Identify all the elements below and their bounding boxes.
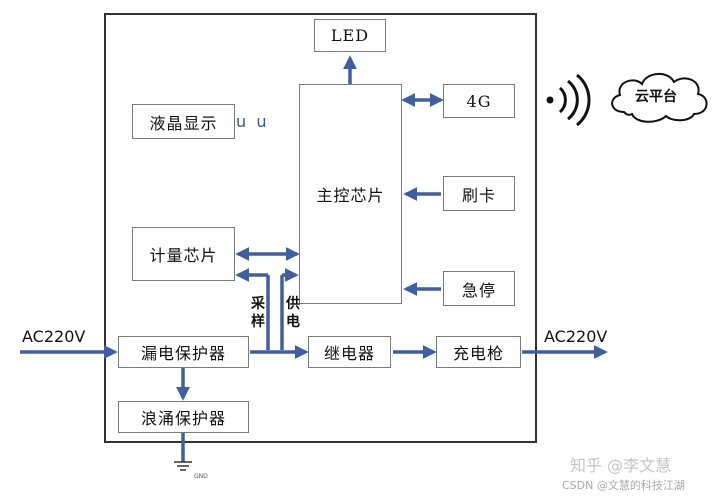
ac-output-label: AC220V [544, 327, 608, 346]
watermark-zhihu: 知乎 @李文慧 [570, 456, 672, 475]
leakage-protector-block: 漏电保护器 [118, 336, 249, 368]
led-block: LED [314, 19, 386, 52]
4g-module-block: 4G [443, 84, 515, 118]
metering-chip-block: 计量芯片 [132, 227, 235, 281]
relay-block: 继电器 [308, 336, 391, 368]
sampling-label: 采 样 [251, 296, 265, 330]
lcd-display-block: 液晶显示 [132, 104, 235, 139]
card-reader-block: 刷卡 [443, 176, 515, 211]
watermark-csdn: CSDN @文慧的科技江湖 [562, 479, 685, 492]
lcd-glyphs: u u [236, 112, 267, 131]
ground-label: GND [194, 473, 208, 480]
main-chip-block: 主控芯片 [299, 84, 402, 304]
wireless-signal-icon [546, 73, 591, 127]
cloud-platform-label: 云平台 [635, 89, 677, 105]
system-frame [104, 13, 537, 443]
charging-gun-block: 充电枪 [436, 336, 521, 368]
cloud-icon [611, 73, 708, 123]
ac-input-label: AC220V [22, 327, 86, 346]
ground-icon [174, 461, 192, 471]
surge-protector-block: 浪涌保护器 [118, 401, 249, 433]
emergency-stop-block: 急停 [443, 271, 515, 306]
supply-label: 供 电 [286, 296, 300, 330]
